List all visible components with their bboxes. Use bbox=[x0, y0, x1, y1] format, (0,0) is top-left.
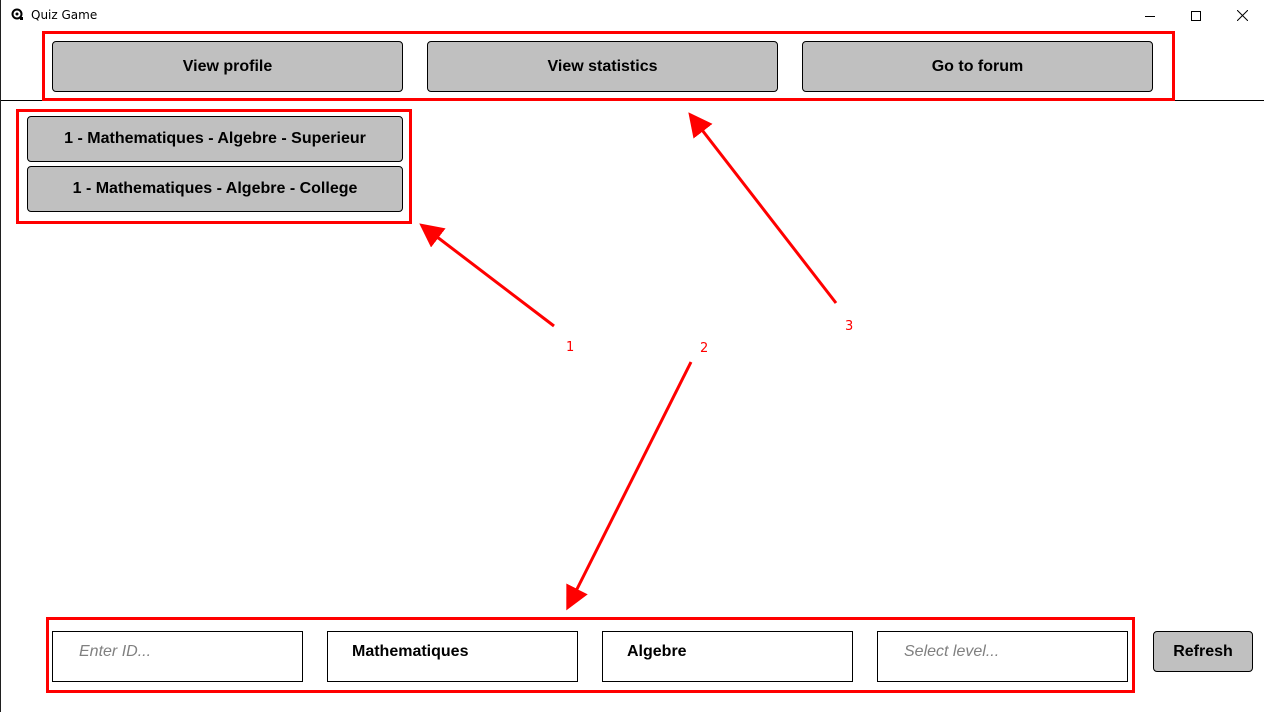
window-title: Quiz Game bbox=[31, 8, 98, 22]
go-to-forum-button[interactable]: Go to forum bbox=[802, 41, 1153, 92]
annotation-label-1: 1 bbox=[566, 340, 575, 355]
maximize-icon bbox=[1191, 10, 1201, 21]
level-select[interactable]: Select level... bbox=[877, 631, 1128, 682]
minimize-icon bbox=[1145, 11, 1155, 21]
quiz-item[interactable]: 1 - Mathematiques - Algebre - College bbox=[27, 166, 403, 212]
annotation-arrow-2 bbox=[566, 361, 693, 611]
id-input[interactable]: Enter ID... bbox=[52, 631, 303, 682]
title-bar: Quiz Game bbox=[1, 0, 1264, 31]
quiz-app-icon bbox=[11, 8, 25, 22]
topic-input[interactable]: Algebre bbox=[602, 631, 853, 682]
annotation-label-2: 2 bbox=[700, 341, 709, 356]
annotation-arrow-3 bbox=[688, 112, 838, 304]
subject-input[interactable]: Mathematiques bbox=[327, 631, 578, 682]
maximize-button[interactable] bbox=[1173, 0, 1219, 31]
quiz-item[interactable]: 1 - Mathematiques - Algebre - Superieur bbox=[27, 116, 403, 162]
header-divider bbox=[1, 100, 1264, 101]
annotation-label-3: 3 bbox=[845, 319, 854, 334]
close-button[interactable] bbox=[1219, 0, 1264, 31]
view-profile-button[interactable]: View profile bbox=[52, 41, 403, 92]
view-statistics-button[interactable]: View statistics bbox=[427, 41, 778, 92]
close-icon bbox=[1236, 10, 1248, 21]
minimize-button[interactable] bbox=[1127, 0, 1173, 31]
annotation-arrow-1 bbox=[419, 223, 555, 328]
refresh-button[interactable]: Refresh bbox=[1153, 631, 1253, 672]
